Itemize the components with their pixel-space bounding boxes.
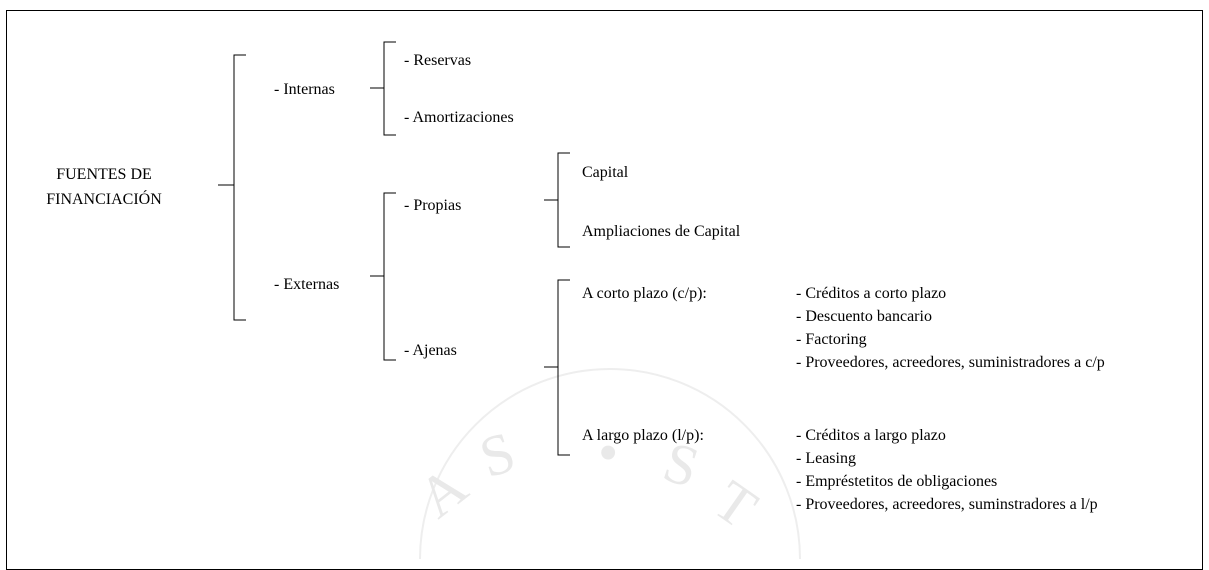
watermark-letter: • — [598, 420, 618, 485]
list-item: - Créditos a largo plazo — [796, 427, 946, 444]
list-item: - Descuento bancario — [796, 308, 932, 325]
node-internas: - Internas — [274, 81, 335, 98]
node-externas: - Externas — [274, 276, 340, 293]
list-item: - Créditos a corto plazo — [796, 285, 947, 302]
leaf-amortizaciones: - Amortizaciones — [404, 109, 514, 126]
ajenas-bracket — [544, 279, 570, 456]
list-item: - Proveedores, acreedores, suministrador… — [796, 354, 1105, 371]
list-item: - Leasing — [796, 450, 856, 467]
propias-bracket — [544, 152, 570, 248]
root-bracket — [218, 54, 246, 321]
node-largo-plazo: A largo plazo (l/p): — [582, 427, 704, 444]
root-title-line2: FINANCIACIÓN — [46, 191, 162, 208]
node-propias: - Propias — [404, 197, 462, 214]
root-title-line1: FUENTES DE — [56, 166, 152, 183]
internas-bracket — [370, 41, 396, 136]
externas-bracket — [370, 192, 396, 361]
node-corto-plazo: A corto plazo (c/p): — [582, 285, 707, 302]
leaf-ampliaciones-capital: Ampliaciones de Capital — [582, 223, 741, 240]
list-item: - Empréstetitos de obligaciones — [796, 473, 998, 490]
root-node: FUENTES DE FINANCIACIÓN — [18, 162, 190, 212]
leaf-reservas: - Reservas — [404, 52, 472, 69]
leaf-capital: Capital — [582, 164, 629, 181]
list-item: - Proveedores, acreedores, suminstradore… — [796, 496, 1098, 513]
node-ajenas: - Ajenas — [404, 342, 457, 359]
list-item: - Factoring — [796, 331, 867, 348]
